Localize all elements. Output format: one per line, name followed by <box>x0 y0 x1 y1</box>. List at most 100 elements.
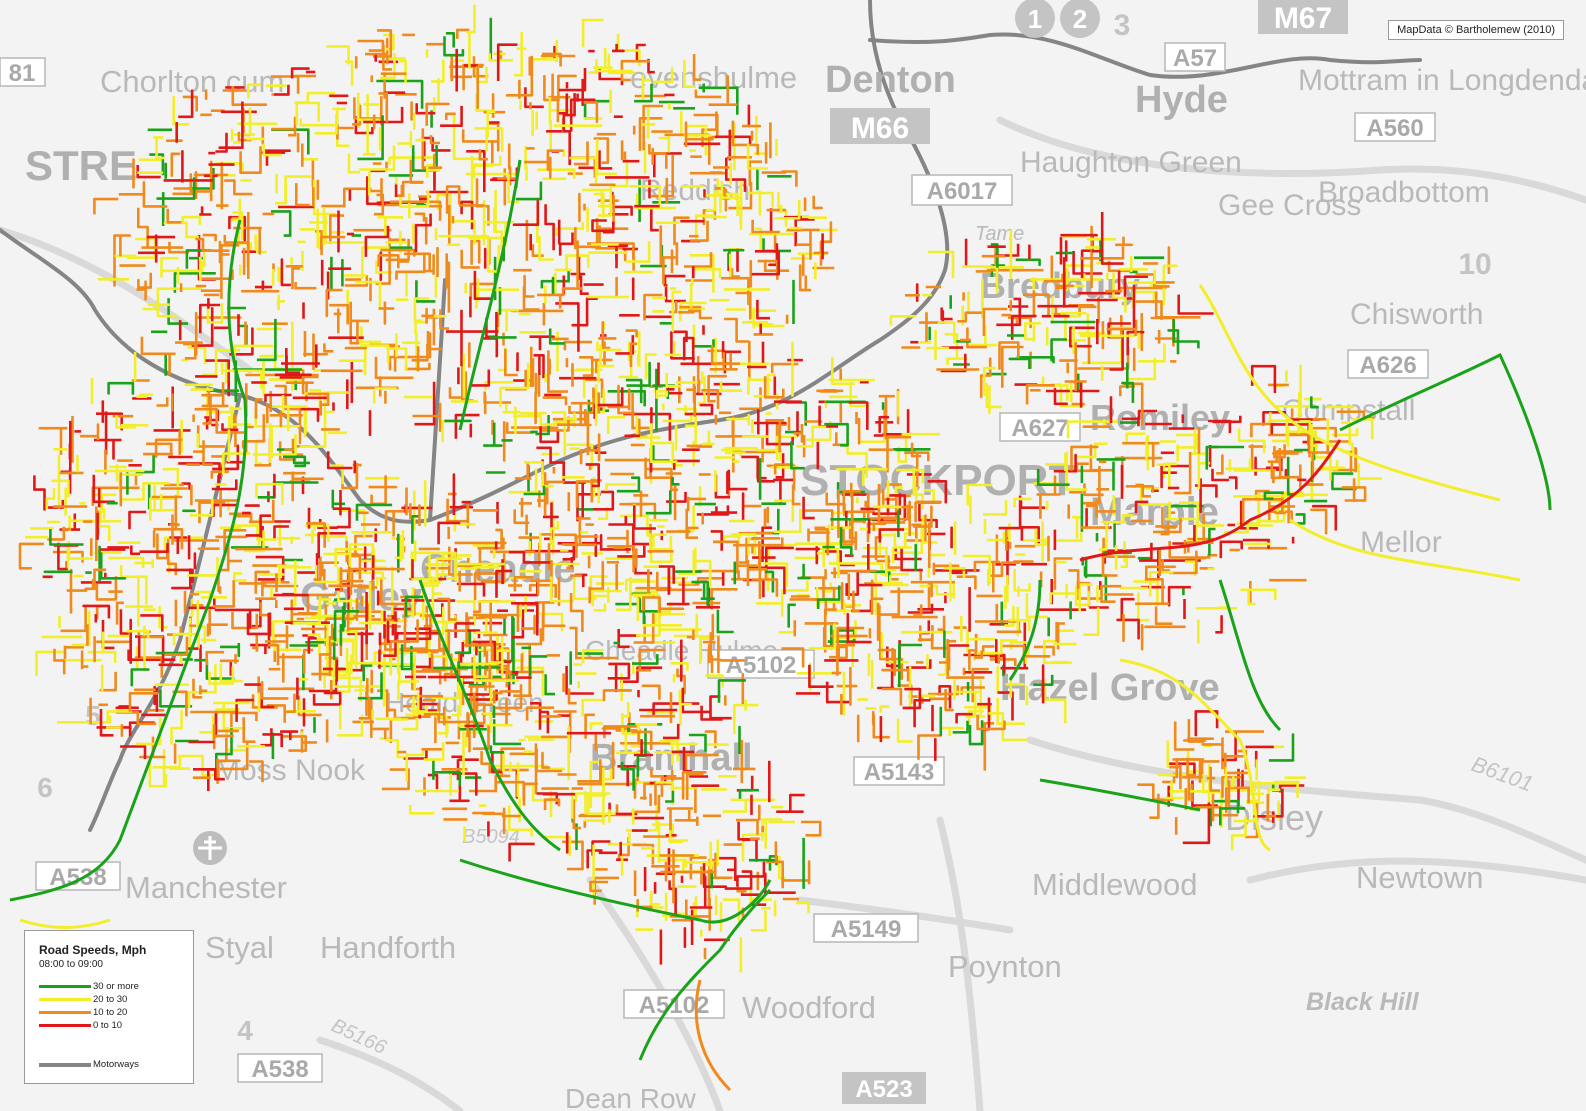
road-segment <box>312 693 341 706</box>
road-segment <box>577 765 604 783</box>
road-segment <box>583 101 599 123</box>
road-segment <box>1223 524 1273 534</box>
road-segment <box>267 643 280 666</box>
marker-10: 10 <box>1458 248 1491 281</box>
label-mottram: Mottram in Longdendale <box>1298 64 1586 97</box>
road-segment <box>607 529 629 554</box>
road-segment <box>299 118 337 127</box>
road-segment <box>662 723 680 740</box>
road-segment <box>489 745 505 754</box>
road-segment <box>398 59 407 84</box>
road-segment <box>591 219 613 233</box>
road-segment <box>1263 491 1284 501</box>
road-segment <box>894 546 922 561</box>
road-segment <box>120 482 170 501</box>
road-segment <box>195 237 230 252</box>
svg-text:A5143: A5143 <box>864 759 935 786</box>
road-segment <box>983 366 996 396</box>
road-segment <box>53 648 66 675</box>
road-segment <box>307 392 330 406</box>
road-segment <box>765 546 794 572</box>
road-segment <box>166 208 183 224</box>
road-segment <box>375 576 387 586</box>
road-segment <box>643 808 672 838</box>
road-segment <box>415 103 436 115</box>
road-speed-network <box>9 4 1552 1092</box>
road-segment <box>913 505 933 528</box>
svg-text:81: 81 <box>9 60 36 87</box>
road-segment <box>643 293 663 321</box>
road-segment <box>650 441 683 467</box>
road-segment <box>726 471 748 495</box>
road-segment <box>1310 508 1328 535</box>
road-segment <box>68 515 94 532</box>
road-segment <box>966 483 993 506</box>
road-segment <box>219 741 249 771</box>
road-segment <box>456 28 470 39</box>
road-segment <box>571 297 598 327</box>
road-segment <box>966 327 987 349</box>
road-segment <box>1036 469 1070 486</box>
road-segment <box>616 33 641 67</box>
road-segment <box>1002 644 1051 658</box>
road-segment <box>562 93 576 133</box>
road-segment <box>115 415 136 429</box>
svg-text:4: 4 <box>237 1015 253 1046</box>
road-segment <box>645 490 672 515</box>
road-segment <box>357 39 385 52</box>
road-segment <box>593 47 614 69</box>
road-segment <box>1145 565 1176 580</box>
road-segment <box>414 213 432 253</box>
road-segment <box>717 679 746 703</box>
road-segment <box>218 240 230 264</box>
road-segment <box>415 280 436 303</box>
road-segment <box>612 43 625 53</box>
road-segment <box>356 92 380 122</box>
road-segment <box>768 243 779 267</box>
road-segment <box>472 155 502 166</box>
road-segment <box>633 739 654 757</box>
road-segment <box>790 441 805 470</box>
road-segment <box>987 561 1020 577</box>
road-segment <box>344 60 354 86</box>
road-segment <box>572 799 582 830</box>
road-segment <box>652 533 667 547</box>
road-segment <box>314 565 337 584</box>
arterial-road-segment <box>1339 352 1552 511</box>
road-segment <box>593 137 610 164</box>
road-segment <box>202 440 213 466</box>
road-segment <box>152 754 182 769</box>
road-segment <box>952 720 969 734</box>
label-woodford: Woodford <box>742 990 876 1025</box>
road-segment <box>588 59 598 74</box>
road-segment <box>635 43 646 61</box>
road-segment <box>746 144 768 170</box>
road-segment <box>716 856 737 881</box>
road-segment <box>388 156 438 165</box>
label-moss-nook: Moss Nook <box>215 754 366 787</box>
road-segment <box>130 545 141 556</box>
road-segment <box>927 480 948 504</box>
road-segment <box>400 644 413 671</box>
road-segment <box>540 710 550 734</box>
road-segment <box>140 614 164 632</box>
road-segment <box>1053 387 1068 406</box>
road-segment <box>633 613 655 644</box>
road-segment <box>206 303 224 324</box>
road-segment <box>665 790 675 803</box>
road-segment <box>413 297 430 322</box>
road-segment <box>575 225 601 249</box>
road-segment <box>306 522 326 548</box>
road-segment <box>300 729 317 753</box>
road-segment <box>907 603 934 614</box>
road-segment <box>434 620 448 673</box>
road-segment <box>1106 327 1137 337</box>
junction-3: 3 <box>1114 9 1131 42</box>
road-segment <box>1168 541 1211 559</box>
road-segment <box>594 446 607 454</box>
road-segment <box>233 572 247 582</box>
road-segment <box>254 398 263 419</box>
road-segment <box>337 567 360 603</box>
road-segment <box>466 150 486 193</box>
